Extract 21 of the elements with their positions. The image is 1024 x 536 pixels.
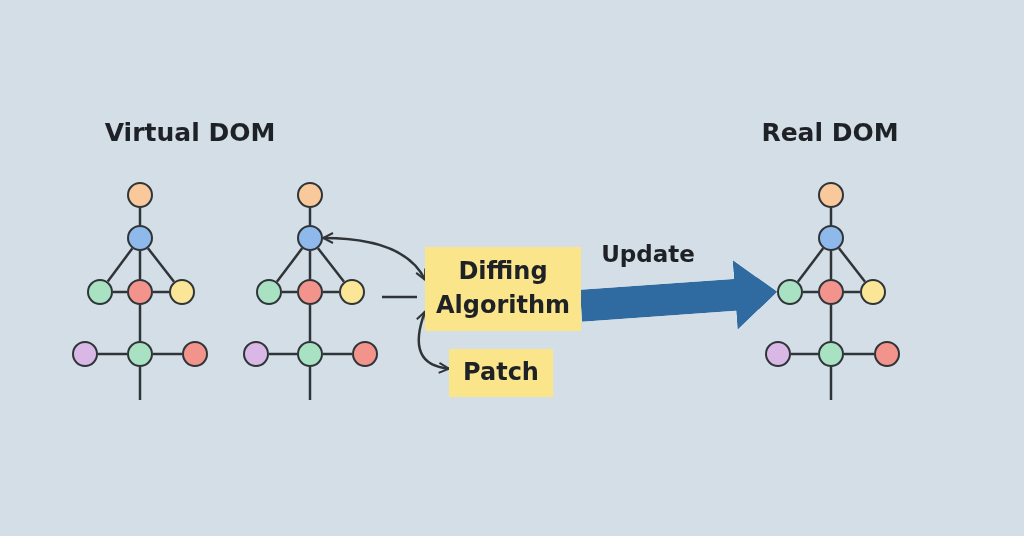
tree-link <box>98 352 127 356</box>
tree-link <box>829 305 833 341</box>
section-title: Real DOM <box>761 117 899 150</box>
tree-link <box>308 305 312 341</box>
curved-arrow <box>416 310 450 374</box>
tree-link <box>323 352 352 356</box>
tree-link <box>829 251 833 279</box>
tree-link <box>138 367 142 400</box>
process-box: Patch <box>449 349 553 397</box>
tree-link <box>153 352 182 356</box>
tree-link <box>138 305 142 341</box>
tree-link <box>138 251 142 279</box>
section-title: Virtual DOM <box>104 117 276 150</box>
tree-link <box>829 367 833 400</box>
tree-link <box>791 352 818 356</box>
curved-arrow <box>322 232 427 281</box>
process-box: Diffing Algorithm <box>425 247 581 331</box>
tree-link <box>308 367 312 400</box>
tree-link <box>269 352 297 356</box>
tree-link <box>308 251 312 279</box>
tree-link <box>844 352 874 356</box>
